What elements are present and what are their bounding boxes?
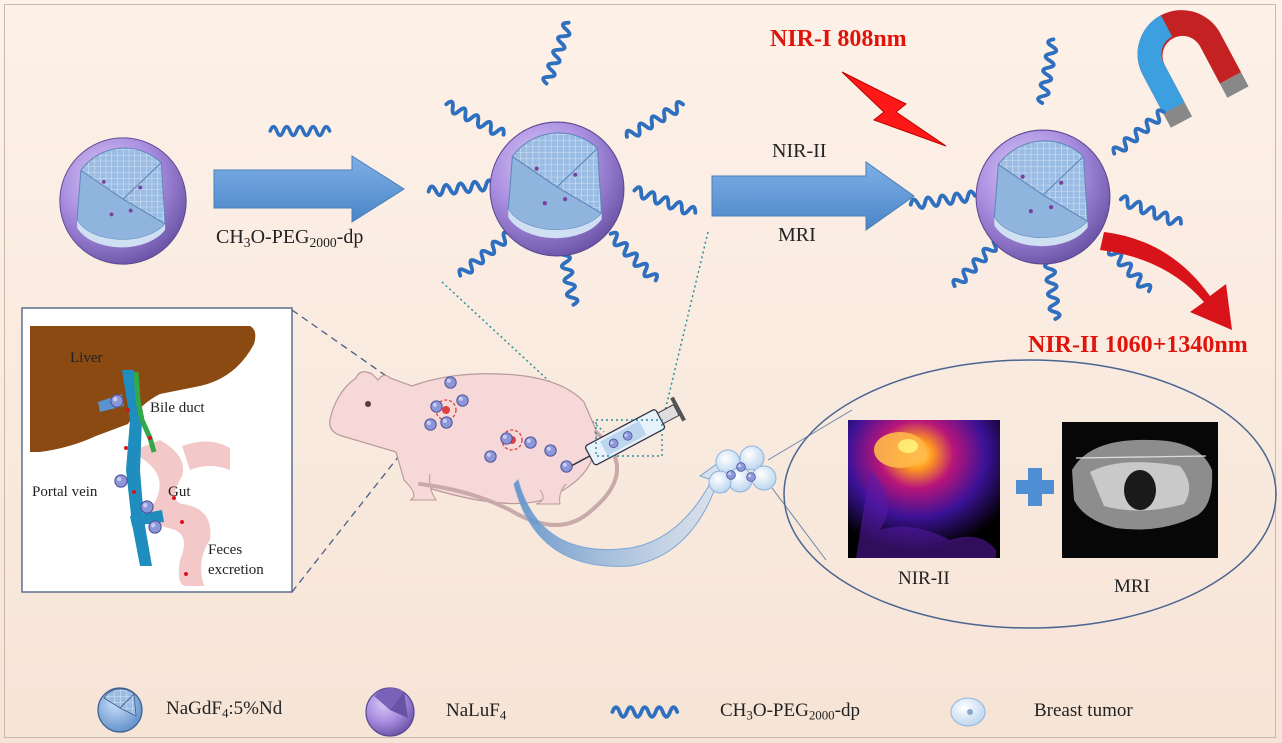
reagent-text: CH3O-PEG2000-dp bbox=[216, 226, 364, 250]
ellipse-connector-bottom bbox=[771, 487, 827, 561]
peg-chain-icon bbox=[268, 124, 332, 138]
zoom-line-left bbox=[441, 281, 605, 433]
figure-frame bbox=[4, 4, 1276, 738]
emission-arrow bbox=[1100, 232, 1232, 330]
syringe-icon bbox=[571, 396, 686, 467]
legend-label-peg: CH3O-PEG2000-dp bbox=[720, 700, 860, 723]
tumor-cluster bbox=[708, 445, 777, 494]
legend-label-core: NaGdF4:5%Nd bbox=[166, 698, 283, 721]
imaging-ellipse bbox=[783, 359, 1277, 629]
excitation-label: NIR-I 808nm bbox=[770, 26, 907, 52]
inset-connector-top bbox=[291, 309, 433, 409]
legend-peg-icon bbox=[610, 705, 680, 719]
pegylated-nanoparticle bbox=[428, 21, 697, 306]
gut-lower bbox=[130, 440, 211, 586]
liver-shape bbox=[30, 326, 256, 452]
feces-label-line1: Feces bbox=[208, 542, 243, 558]
legend-label-shell: NaLuF4 bbox=[446, 700, 507, 723]
gut-label: Gut bbox=[168, 484, 191, 500]
mri-step-label: MRI bbox=[778, 224, 816, 246]
image-mri-caption: MRI bbox=[1114, 576, 1150, 597]
gut-upper bbox=[182, 441, 230, 470]
lightning-bolt-icon bbox=[841, 71, 947, 147]
core-shell-nanoparticle bbox=[59, 137, 187, 265]
legend-shell-icon bbox=[365, 687, 415, 737]
syringe-zoom-box bbox=[595, 419, 663, 457]
legend-core-icon bbox=[97, 687, 143, 733]
legend-tumor-icon bbox=[950, 697, 986, 727]
portal-vein-label: Portal vein bbox=[32, 484, 98, 500]
image-nir2-caption: NIR-II bbox=[898, 568, 950, 589]
magnet-icon bbox=[1137, 10, 1249, 128]
inset-connector-bottom bbox=[291, 413, 433, 593]
emission-label: NIR-II 1060+1340nm bbox=[1028, 332, 1248, 358]
liver-label: Liver bbox=[70, 350, 103, 366]
legend-label-tumor: Breast tumor bbox=[1034, 700, 1133, 721]
nir2-step-label: NIR-II bbox=[772, 140, 827, 162]
portal-vein-shape bbox=[122, 370, 152, 566]
bile-duct-label: Bile duct bbox=[150, 400, 205, 416]
mri-image-texture bbox=[1072, 439, 1213, 530]
imaging-nanoparticle bbox=[910, 38, 1183, 319]
arrow-pegylation bbox=[213, 155, 405, 223]
mouse-illustration bbox=[329, 371, 619, 527]
plus-icon bbox=[1016, 468, 1054, 506]
feces-label-line2: excretion bbox=[208, 562, 264, 578]
bile-duct-shape bbox=[133, 371, 157, 453]
arrow-imaging bbox=[711, 161, 915, 231]
nir2-image-texture bbox=[856, 432, 996, 558]
reagent-label: CH3O-PEG2000-dp bbox=[216, 226, 363, 251]
zoom-line-right bbox=[659, 231, 709, 433]
flow-arrows bbox=[124, 408, 188, 576]
